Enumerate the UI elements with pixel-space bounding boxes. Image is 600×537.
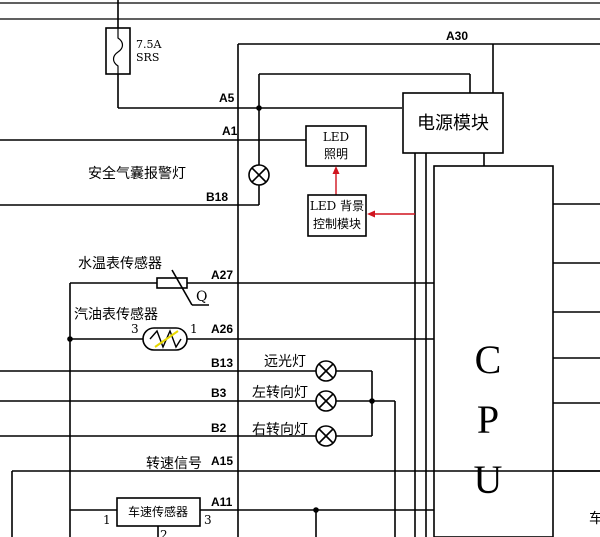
power-module-label: 电源模块 [417,113,489,134]
left-turn-label: 左转向灯 [252,385,308,401]
water-temp-diag [171,269,193,306]
vehicle-speed-sensor-label: 车速传感器 [128,504,188,519]
fuse-name: SRS [136,51,159,64]
cpu-letter-p: P [477,397,499,442]
pin-b13: B13 [211,356,233,370]
cpu-box [433,165,554,537]
fuse-rating: 7.5A [136,38,162,51]
water-temp-sensor-icon [156,277,188,289]
pin-a15: A15 [211,454,233,468]
water-temp-sensor-label: 水温表传感器 [78,255,162,272]
fuel-sensor-label: 汽油表传感器 [74,306,158,323]
led-backlight-box [307,194,367,237]
junction-fuel [67,336,73,342]
vss-pin-1: 1 [103,513,111,527]
airbag-lamp-cross-2 [251,167,267,183]
led-lighting-label-2: 照明 [324,147,348,161]
pin-a26: A26 [211,322,233,336]
cpu-letter-u: U [474,457,503,502]
vss-pin-3: 3 [204,513,212,527]
pin-a1: A1 [222,124,238,138]
led-backlight-label-2: 控制模块 [313,217,361,231]
speed-signal-label: 转速信号 [146,456,202,472]
vss-pin-2: 2 [160,528,168,537]
cpu-letter-c: C [475,337,502,382]
left-turn-cross-2 [318,393,334,409]
power-module-box [402,92,504,154]
pin-a5: A5 [219,91,235,105]
high-beam-label: 远光灯 [264,354,306,370]
led-backlight-label-1: LED 背景 [310,199,364,213]
fuse-icon [112,28,124,74]
q-mark: Q [196,289,207,305]
airbag-lamp-label: 安全气囊报警灯 [88,165,186,182]
high-beam-cross-2 [318,363,334,379]
red-arrowhead-left [367,210,375,218]
pin-b3: B3 [211,386,227,400]
fuel-sensor-wiper [154,330,179,348]
pin-b18: B18 [206,190,228,204]
red-arrowhead-up [332,166,340,174]
right-turn-cross-2 [318,428,334,444]
pin-a27: A27 [211,268,233,282]
right-edge-label: 车 [589,510,600,527]
right-turn-label: 右转向灯 [252,422,308,438]
pin-a11: A11 [211,495,233,509]
pin-a30: A30 [446,29,468,43]
fuel-pin-right: 1 [190,322,198,336]
vehicle-speed-sensor-box [116,497,201,527]
fuel-pin-left: 3 [131,322,139,336]
led-lighting-label-1: LED [323,130,349,144]
pin-b2: B2 [211,421,227,435]
